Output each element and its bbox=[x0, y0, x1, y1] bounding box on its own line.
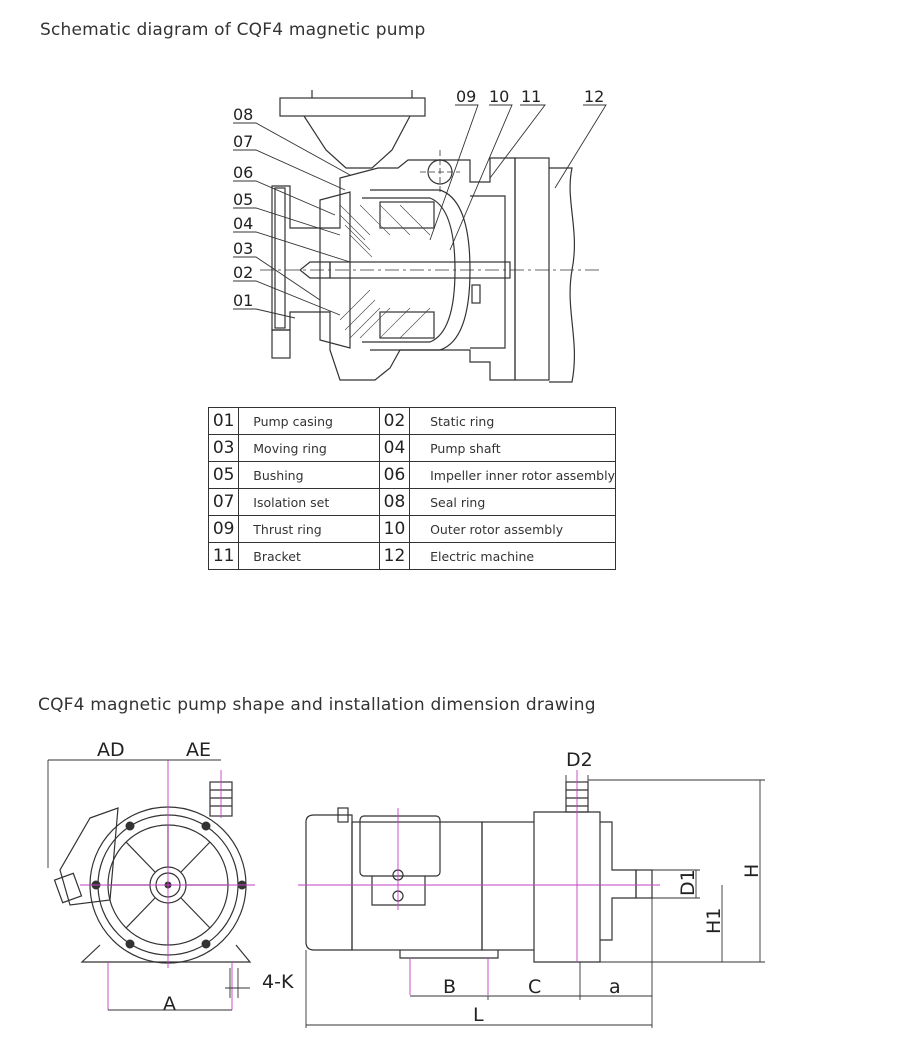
part-name: Electric machine bbox=[409, 542, 616, 570]
callout-09: 09 bbox=[456, 87, 476, 106]
pump-casing bbox=[271, 157, 516, 381]
part-number: 09 bbox=[207, 515, 240, 543]
part-number: 08 bbox=[378, 488, 411, 516]
part-number: 12 bbox=[378, 542, 411, 570]
callout-07: 07 bbox=[233, 132, 253, 151]
callout-11: 11 bbox=[521, 87, 541, 106]
pump-head bbox=[600, 821, 637, 941]
part-name: Static ring bbox=[409, 407, 616, 435]
part-name: Moving ring bbox=[238, 434, 380, 462]
part-name: Bracket bbox=[238, 542, 380, 570]
dim-H: H bbox=[741, 864, 763, 878]
part-number: 01 bbox=[207, 407, 240, 435]
part-name: Bushing bbox=[238, 461, 380, 489]
outer-magnet-top bbox=[379, 201, 435, 229]
schematic-drawing: 08 07 06 05 04 03 02 01 09 10 11 12 bbox=[233, 87, 607, 383]
dim-L: L bbox=[473, 1004, 484, 1026]
callout-01: 01 bbox=[233, 291, 253, 310]
callout-10: 10 bbox=[489, 87, 509, 106]
impeller bbox=[319, 191, 351, 349]
part-number: 06 bbox=[378, 461, 411, 489]
dim-B: B bbox=[443, 976, 456, 998]
dim-H1: H1 bbox=[703, 908, 725, 934]
top-flange bbox=[279, 97, 426, 117]
callout-12: 12 bbox=[584, 87, 604, 106]
part-number: 04 bbox=[378, 434, 411, 462]
inlet-pipe bbox=[635, 869, 653, 899]
dim-D1: D1 bbox=[677, 869, 699, 896]
part-number: 11 bbox=[207, 542, 240, 570]
top-nozzle bbox=[303, 115, 411, 169]
outer-magnet-bottom bbox=[379, 311, 435, 339]
dim-C: C bbox=[528, 976, 541, 998]
callout-04: 04 bbox=[233, 214, 253, 233]
bracket bbox=[514, 157, 550, 381]
table-row: 11 Bracket 12 Electric machine bbox=[207, 542, 616, 570]
part-number: 02 bbox=[378, 407, 411, 435]
part-name: Impeller inner rotor assembly bbox=[409, 461, 616, 489]
part-name: Thrust ring bbox=[238, 515, 380, 543]
terminal-box bbox=[359, 815, 441, 877]
dim-D2: D2 bbox=[566, 749, 593, 771]
dim-K: 4-K bbox=[262, 971, 294, 993]
dim-A: A bbox=[163, 993, 176, 1015]
junction-box bbox=[59, 807, 119, 906]
table-row: 09 Thrust ring 10 Outer rotor assembly bbox=[207, 515, 616, 543]
callout-08: 08 bbox=[233, 105, 253, 124]
table-row: 03 Moving ring 04 Pump shaft bbox=[207, 434, 616, 462]
schematic-title: Schematic diagram of CQF4 magnetic pump bbox=[40, 20, 426, 40]
table-row: 01 Pump casing 02 Static ring bbox=[207, 407, 616, 435]
part-number: 03 bbox=[207, 434, 240, 462]
motor-end-cap bbox=[305, 814, 353, 951]
callout-02: 02 bbox=[233, 263, 253, 282]
dim-AE: AE bbox=[186, 739, 211, 761]
table-row: 05 Bushing 06 Impeller inner rotor assem… bbox=[207, 461, 616, 489]
part-name: Outer rotor assembly bbox=[409, 515, 616, 543]
outlet-flange bbox=[271, 329, 291, 359]
callout-06: 06 bbox=[233, 163, 253, 182]
motor-feet bbox=[399, 950, 499, 959]
parts-table: 01 Pump casing 02 Static ring 03 Moving … bbox=[207, 407, 616, 570]
part-name: Pump shaft bbox=[409, 434, 616, 462]
side-view bbox=[305, 781, 653, 963]
callout-05: 05 bbox=[233, 190, 253, 209]
callout-03: 03 bbox=[233, 239, 253, 258]
part-name: Pump casing bbox=[238, 407, 380, 435]
dim-AD: AD bbox=[97, 739, 125, 761]
dim-a: a bbox=[609, 976, 621, 998]
base-feet bbox=[80, 944, 252, 963]
dimension-title: CQF4 magnetic pump shape and installatio… bbox=[38, 695, 596, 715]
